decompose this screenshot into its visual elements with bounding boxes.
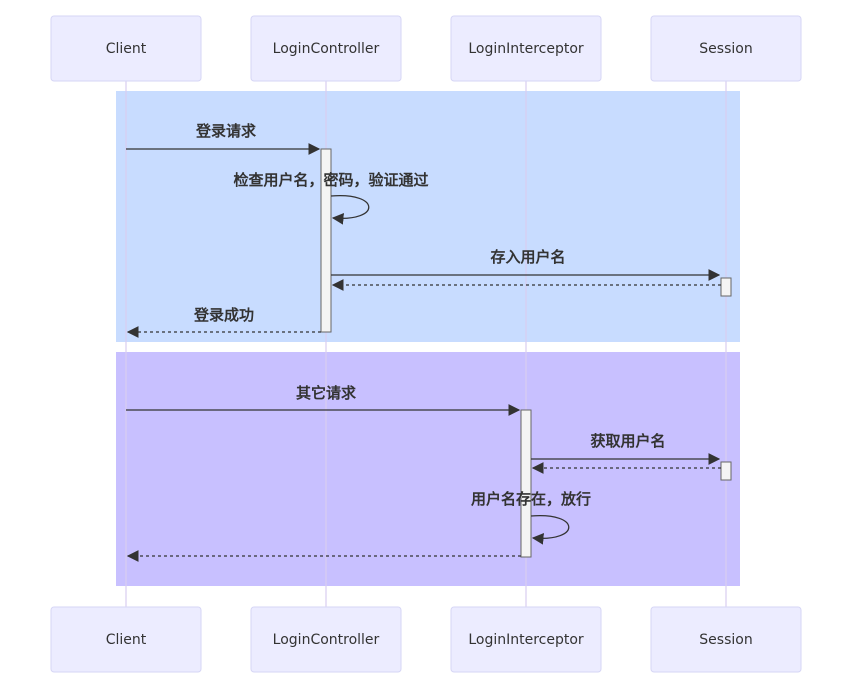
message-label: 获取用户名 <box>590 432 665 450</box>
message-get-username: 获取用户名 <box>531 432 721 465</box>
message-label: 用户名存在，放行 <box>471 490 591 508</box>
group-login-block <box>116 91 740 342</box>
activation-login-interceptor <box>520 409 532 558</box>
actor-label: LoginController <box>273 41 380 57</box>
actor-top-login-controller: LoginController <box>250 15 402 82</box>
message-label: 存入用户名 <box>490 248 565 266</box>
message-other-request: 其它请求 <box>126 384 521 416</box>
message-label: 登录请求 <box>195 122 257 140</box>
message-label: 登录成功 <box>193 306 254 324</box>
actor-bottom-client: Client <box>50 606 202 673</box>
activation-session-1 <box>720 277 732 297</box>
group-request-block <box>116 352 740 586</box>
actor-label: LoginInterceptor <box>468 41 584 57</box>
message-check-credentials: 检查用户名，密码，验证通过 <box>233 171 429 225</box>
activation-session-2 <box>720 461 732 481</box>
actor-top-login-interceptor: LoginInterceptor <box>450 15 602 82</box>
actor-bottom-login-controller: LoginController <box>250 606 402 673</box>
actor-top-client: Client <box>50 15 202 82</box>
message-login-request: 登录请求 <box>126 122 321 155</box>
message-label: 检查用户名，密码，验证通过 <box>233 171 428 189</box>
actor-bottom-session: Session <box>650 606 802 673</box>
message-label: 其它请求 <box>296 384 357 402</box>
actor-label: Client <box>106 41 147 57</box>
actor-label: Session <box>699 41 752 57</box>
actor-label: LoginController <box>273 632 380 648</box>
actor-label: LoginInterceptor <box>468 632 584 648</box>
actor-label: Client <box>106 632 147 648</box>
message-store-username: 存入用户名 <box>331 248 721 281</box>
activation-login-controller <box>320 148 332 333</box>
actor-top-session: Session <box>650 15 802 82</box>
message-login-success: 登录成功 <box>126 306 321 338</box>
message-username-exists: 用户名存在，放行 <box>471 490 591 545</box>
actor-label: Session <box>699 632 752 648</box>
actor-bottom-login-interceptor: LoginInterceptor <box>450 606 602 673</box>
